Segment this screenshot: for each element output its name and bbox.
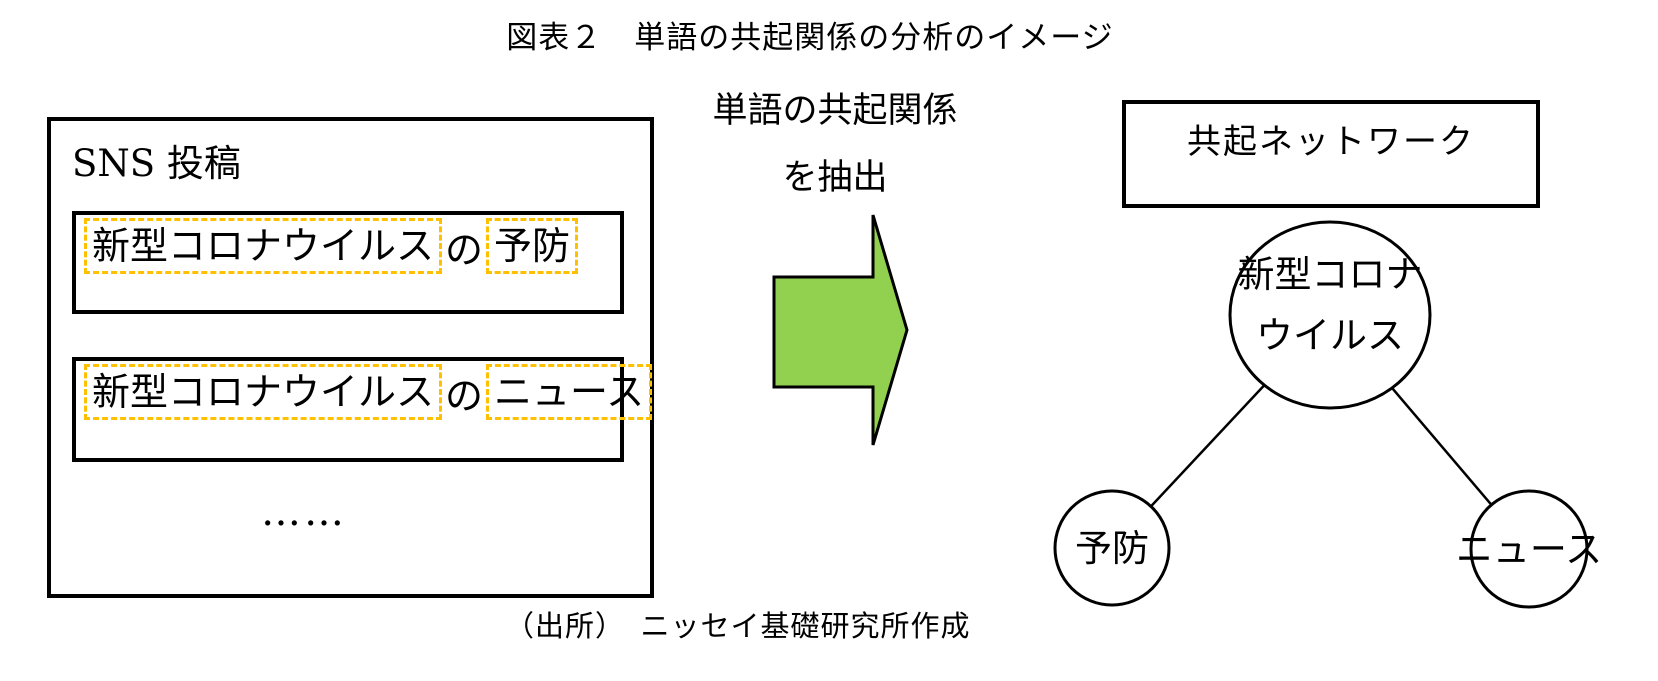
node-label-left: 予防 [1075,527,1149,570]
sns-post-2-text: 新型コロナウイルス の ニュース [84,364,653,420]
network-label-box: 共起ネットワーク [1122,100,1540,208]
network-node-center [1228,220,1432,410]
arrow-shape [772,214,909,446]
sns-posts-panel: SNS 投稿 新型コロナウイルス の 予防 新型コロナウイルス の ニュース …… [47,117,654,598]
highlighted-term-box: 新型コロナウイルス [84,218,443,274]
figure-title: 図表２ 単語の共起関係の分析のイメージ [506,20,1114,56]
highlighted-term-box: 新型コロナウイルス [84,364,443,420]
more-posts-ellipsis: …… [261,489,347,535]
process-label-line1: 単語の共起関係 [712,91,958,131]
network-node-left [1053,489,1171,607]
highlighted-term-box: ニュース [486,364,653,420]
right-block-arrow-icon [772,214,909,446]
process-label: 単語の共起関係 を抽出 [660,78,1010,212]
node-label-center-line2: ウイルス [1256,314,1404,357]
cooccurrence-network-graph: 新型コロナ ウイルス 予防 ニュース [1053,220,1602,609]
sns-post-1: 新型コロナウイルス の 予防 [72,211,624,314]
node-label-center-line1: 新型コロナ [1238,253,1423,296]
particle-text: の [445,227,484,272]
node-label-right: ニュース [1456,528,1602,571]
sns-panel-label: SNS 投稿 [72,142,241,185]
sns-post-1-text: 新型コロナウイルス の 予防 [84,218,579,274]
network-label: 共起ネットワーク [1187,122,1475,162]
particle-text: の [445,373,484,418]
sns-post-2: 新型コロナウイルス の ニュース [72,357,653,462]
highlighted-term-box: 予防 [486,218,579,274]
source-caption: （出所） ニッセイ基礎研究所作成 [505,609,971,643]
process-label-line2: を抽出 [782,158,888,198]
network-node-right [1469,489,1589,609]
